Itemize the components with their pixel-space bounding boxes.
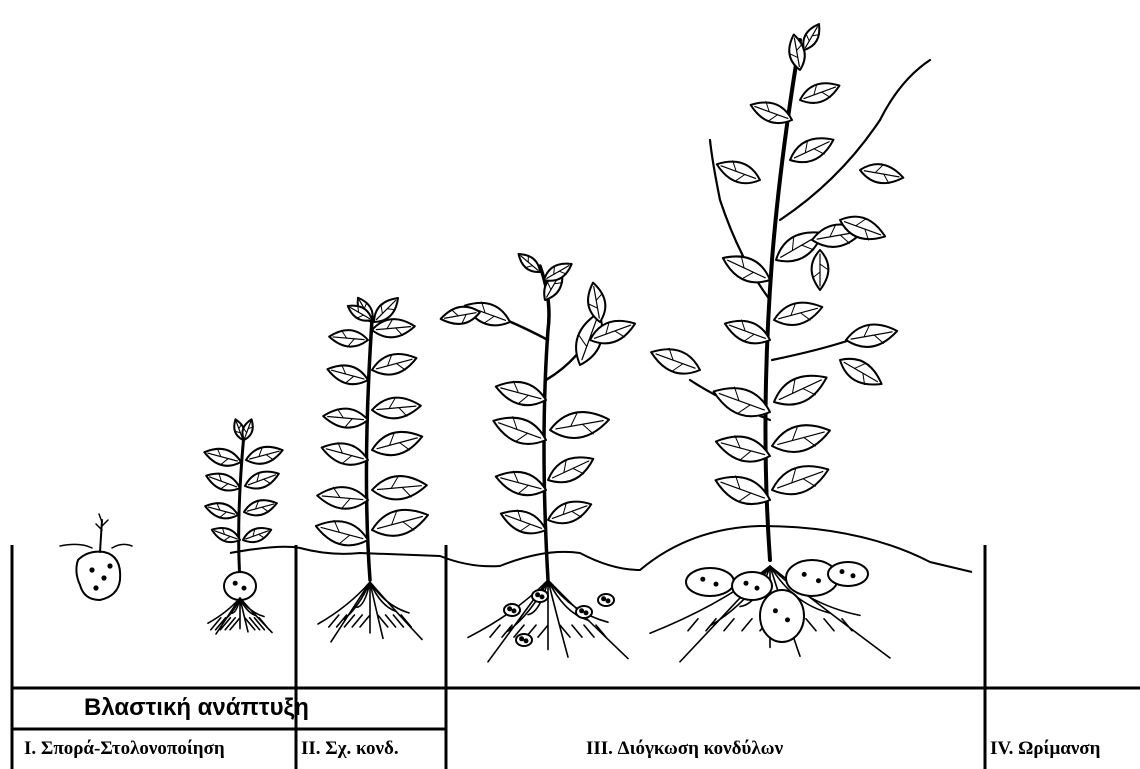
tuber-initiation-plant [313,293,431,642]
seed-tuber [76,552,120,600]
tuber [760,590,804,642]
stem [239,434,244,580]
vegetative-growth-title: Βλαστική ανάπτυξη [84,694,309,722]
tuber [686,568,734,596]
stem [540,266,549,580]
stage-1-label: I. Σπορά-Στολονοποίηση [24,738,225,760]
seed-tuber-plant [60,514,132,600]
stem [772,340,850,360]
roots [318,582,422,642]
tuber [732,572,772,600]
tuber-bulking-early-plant [439,249,638,661]
emergence-plant [202,418,285,634]
stage-3-label: III. Διόγκωση κονδύλων [586,738,783,760]
tuber [828,562,868,586]
roots [208,598,272,634]
stem [780,60,930,220]
stage-2-label: II. Σχ. κονδ. [301,738,399,760]
tuber [224,572,256,600]
roots [468,580,628,662]
stage-4-label: IV. Ωρίμανση [990,738,1100,760]
stem [100,520,102,552]
tuber-bulking-late-plant [647,21,930,662]
